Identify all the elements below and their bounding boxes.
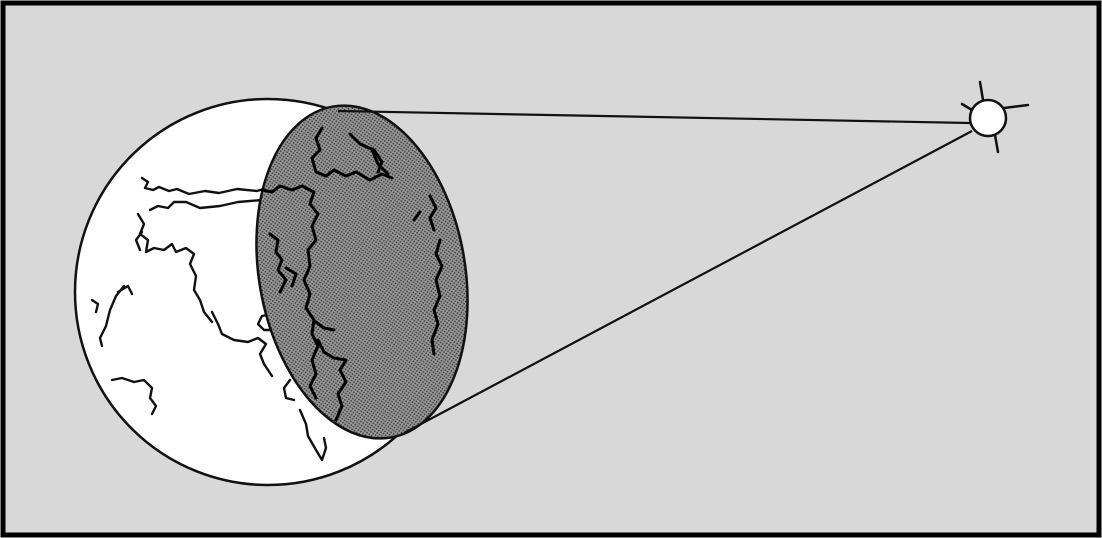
- diagram-canvas: [0, 0, 1102, 538]
- diagram-figure: [0, 0, 1102, 538]
